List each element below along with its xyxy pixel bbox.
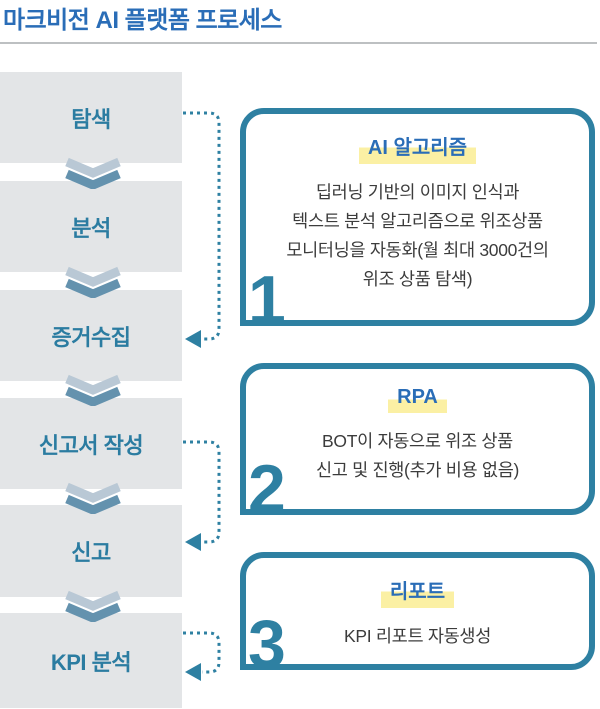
process-step-3: 증거수집	[0, 290, 182, 381]
process-step-4: 신고서 작성	[0, 398, 182, 489]
double-chevron-down-icon	[65, 482, 121, 514]
process-step-6: KPI 분석	[0, 613, 182, 708]
body-line: 신고 및 진행(추가 비용 없음)	[315, 460, 520, 480]
double-chevron-down-icon	[65, 157, 121, 189]
connector-kpi-loop	[183, 631, 221, 681]
body-line: 텍스트 분석 알고리즘으로 위조상품	[292, 211, 543, 231]
detail-box-ai-algorithm: AI 알고리즘 딥러닝 기반의 이미지 인식과 텍스트 분석 알고리즘으로 위조…	[240, 108, 595, 334]
highlighted-header-text: RPA	[388, 385, 447, 413]
step-label: 탐색	[71, 106, 111, 132]
double-chevron-down-icon	[65, 266, 121, 298]
title-divider	[0, 42, 597, 44]
step-number-badge: 3	[248, 606, 286, 682]
detail-box-header: RPA	[246, 385, 589, 413]
step-label: 증거수집	[51, 324, 131, 350]
double-chevron-down-icon	[65, 590, 121, 622]
detail-box-body: 딥러닝 기반의 이미지 인식과 텍스트 분석 알고리즘으로 위조상품 모니터닝을…	[246, 178, 589, 294]
body-line: KPI 리포트 자동생성	[343, 626, 492, 646]
step-label: 분석	[71, 215, 111, 241]
detail-box-header: 리포트	[246, 574, 589, 608]
process-step-1: 탐색	[0, 72, 182, 163]
page-title: 마크비전 AI 플랫폼 프로세스	[3, 7, 282, 34]
highlighted-header-text: AI 알고리즘	[358, 130, 477, 164]
connector-search-to-evidence	[183, 111, 221, 348]
left-arrowhead-icon	[185, 330, 201, 348]
left-arrowhead-icon	[185, 533, 201, 551]
step-label: 신고서 작성	[38, 432, 144, 458]
body-line: 위조 상품 탐색)	[362, 269, 473, 289]
detail-box-rpa: RPA BOT이 자동으로 위조 상품 신고 및 진행(추가 비용 없음) 2	[240, 363, 595, 523]
step-number-badge: 1	[248, 262, 286, 338]
body-line: 딥러닝 기반의 이미지 인식과	[315, 182, 520, 202]
body-line: 모니터닝을 자동화(월 최대 3000건의	[286, 240, 549, 260]
detail-box-body: KPI 리포트 자동생성	[246, 622, 589, 651]
connector-report-writing-to-report	[183, 440, 221, 551]
left-arrowhead-icon	[185, 663, 201, 681]
step-number-badge: 2	[248, 451, 286, 527]
detail-box-header: AI 알고리즘	[246, 130, 589, 164]
detail-box-body: BOT이 자동으로 위조 상품 신고 및 진행(추가 비용 없음)	[246, 427, 589, 485]
body-line: BOT이 자동으로 위조 상품	[322, 431, 513, 451]
detail-box-report: 리포트 KPI 리포트 자동생성 3	[240, 552, 595, 678]
step-label: 신고	[71, 540, 111, 565]
highlighted-header-text: 리포트	[380, 574, 455, 608]
double-chevron-down-icon	[65, 374, 121, 406]
step-label: KPI 분석	[50, 649, 132, 675]
process-step-5: 신고	[0, 505, 182, 597]
process-step-2: 분석	[0, 181, 182, 272]
